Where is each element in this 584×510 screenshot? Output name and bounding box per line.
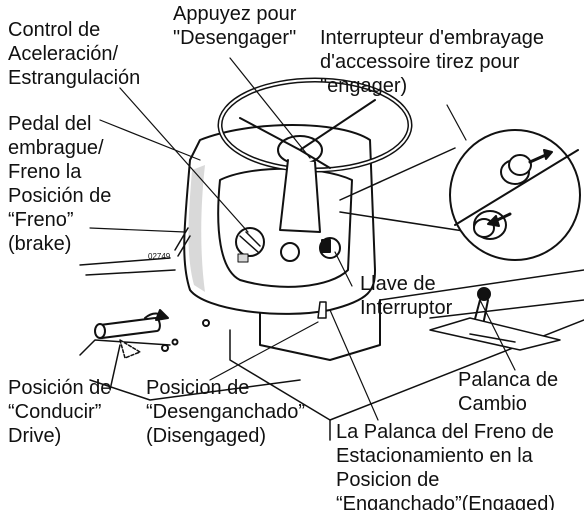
part-number: 02749 [148, 252, 171, 261]
pto-knob-pushed [473, 210, 512, 240]
console-shade [188, 165, 205, 292]
label-disengaged-position: Posicion de“Desenganchado”(Disengaged) [146, 377, 305, 447]
clutch-pedal [79, 227, 191, 276]
drive-lever [79, 309, 179, 391]
shift-lever [429, 287, 561, 351]
indicator-knob [280, 242, 300, 262]
seat-pin [202, 319, 210, 327]
leader-lines [89, 57, 516, 421]
steering-wheel [217, 77, 413, 233]
throttle-dial [235, 227, 265, 263]
pto-callout [339, 129, 581, 261]
parking-brake-lever [317, 301, 327, 319]
label-drive-position: Posición de“Conducir”Drive) [8, 377, 112, 447]
pto-knob-pulled [500, 149, 553, 185]
label-push-to-disengage: Appuyez pour"Desengager" [173, 3, 297, 49]
column-base [259, 299, 381, 361]
